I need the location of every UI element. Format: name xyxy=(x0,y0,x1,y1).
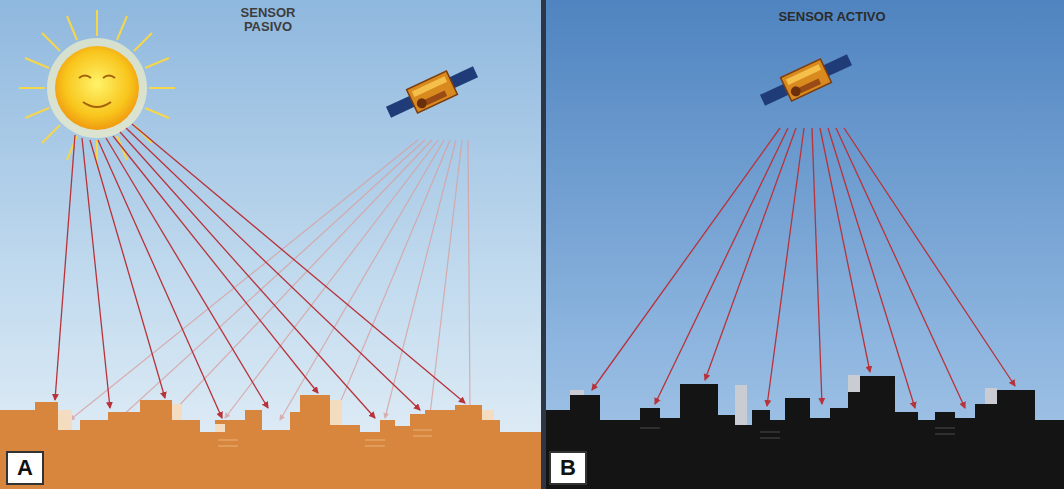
panel-letter: B xyxy=(560,455,576,480)
panel-letter-box: B xyxy=(549,451,587,485)
panel-letter: A xyxy=(17,455,33,480)
panel-letter-box: A xyxy=(6,451,44,485)
panel-title: SENSOR ACTIVO xyxy=(778,10,885,24)
panel-title: SENSOR PASIVO xyxy=(228,6,308,33)
